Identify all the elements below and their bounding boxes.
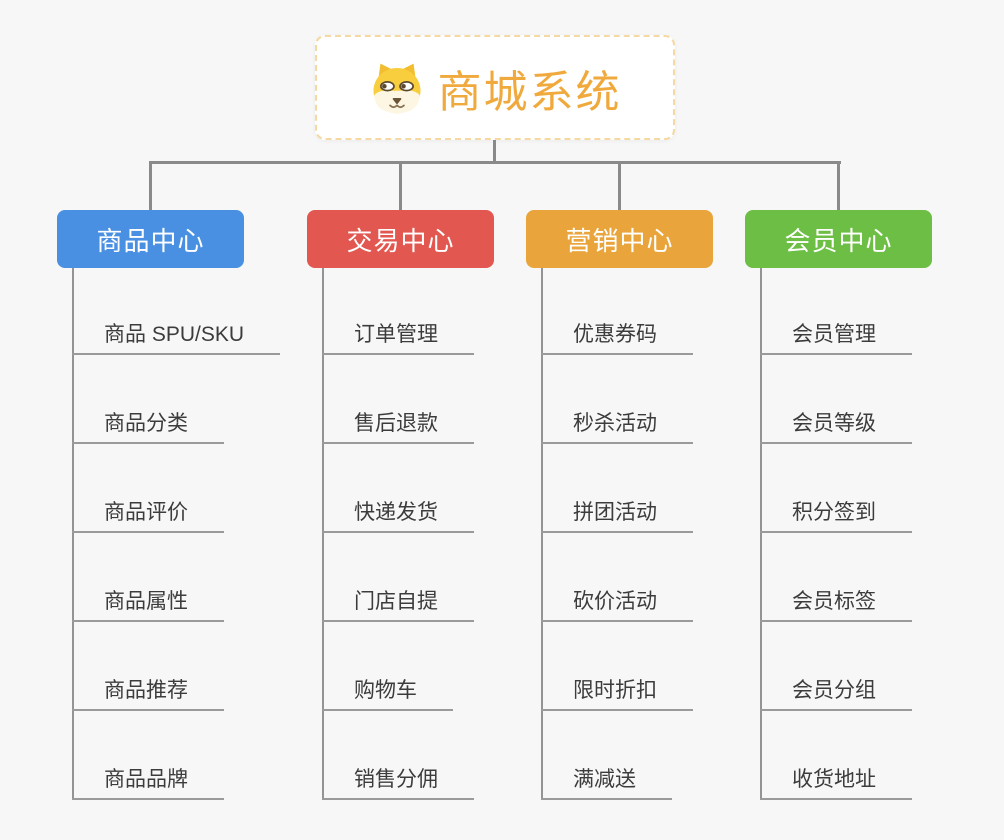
leaf-node[interactable]: 售后退款: [322, 411, 474, 444]
branch-connector-horizontal: [149, 161, 841, 164]
leaf-node[interactable]: 商品评价: [72, 500, 224, 533]
leaf-node[interactable]: 会员分组: [760, 678, 912, 711]
leaf-node[interactable]: 会员管理: [760, 322, 912, 355]
branch-node[interactable]: 营销中心: [526, 210, 713, 268]
leaf-node[interactable]: 商品属性: [72, 589, 224, 622]
leaf-node[interactable]: 商品品牌: [72, 767, 224, 800]
leaf-node[interactable]: 砍价活动: [541, 589, 693, 622]
branch-connector-drop: [618, 164, 621, 210]
leaf-node[interactable]: 会员标签: [760, 589, 912, 622]
branch-spine-line: [322, 268, 324, 800]
root-connector-stub: [493, 140, 496, 162]
leaf-node[interactable]: 收货地址: [760, 767, 912, 800]
leaf-node[interactable]: 快递发货: [322, 500, 474, 533]
leaf-node[interactable]: 会员等级: [760, 411, 912, 444]
leaf-node[interactable]: 优惠券码: [541, 322, 693, 355]
branch-spine-line: [541, 268, 543, 800]
branch-node[interactable]: 会员中心: [745, 210, 932, 268]
branch-connector-drop: [399, 164, 402, 210]
branch-spine-line: [72, 268, 74, 800]
leaf-node[interactable]: 商品 SPU/SKU: [72, 322, 281, 355]
branch-connector-drop: [837, 164, 840, 210]
leaf-node[interactable]: 购物车: [322, 678, 453, 711]
branch-node[interactable]: 交易中心: [307, 210, 494, 268]
leaf-node[interactable]: 满减送: [541, 767, 672, 800]
leaf-node[interactable]: 商品分类: [72, 411, 224, 444]
leaf-node[interactable]: 商品推荐: [72, 678, 224, 711]
leaf-node[interactable]: 积分签到: [760, 500, 912, 533]
dog-face-icon: [372, 63, 421, 113]
leaf-node[interactable]: 销售分佣: [322, 767, 474, 800]
leaf-node[interactable]: 秒杀活动: [541, 411, 693, 444]
leaf-node[interactable]: 限时折扣: [541, 678, 693, 711]
leaf-node[interactable]: 拼团活动: [541, 500, 693, 533]
root-node[interactable]: 商城系统: [315, 35, 675, 140]
branch-spine-line: [760, 268, 762, 800]
leaf-node[interactable]: 订单管理: [322, 322, 474, 355]
leaf-node[interactable]: 门店自提: [322, 589, 474, 622]
root-title: 商城系统: [437, 67, 622, 117]
branch-connector-drop: [149, 164, 152, 210]
branch-node[interactable]: 商品中心: [57, 210, 244, 268]
